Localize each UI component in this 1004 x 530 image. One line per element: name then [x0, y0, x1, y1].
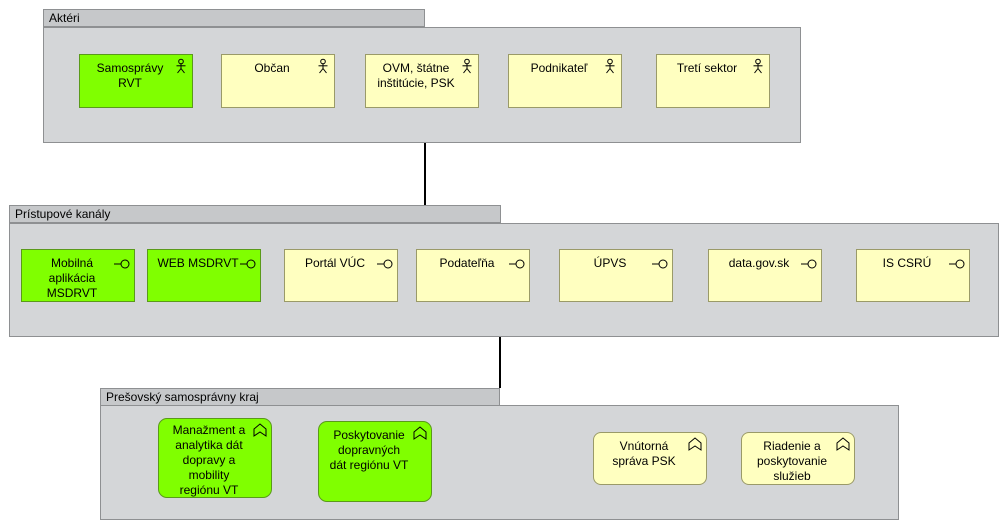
- node-label: IS CSRÚ: [882, 256, 932, 270]
- node-label: data.gov.sk: [728, 256, 790, 270]
- actor-ovm-statne-institucie-psk[interactable]: OVM, štátne inštitúcie, PSK: [365, 54, 479, 108]
- channel-data-gov-sk[interactable]: data.gov.sk: [708, 249, 822, 302]
- node-label: Samosprávy RVT: [96, 61, 164, 90]
- group-title-akteri: Aktéri: [43, 9, 425, 27]
- node-label: Mobilná aplikácia MSDRVT: [46, 256, 98, 300]
- actor-obcan[interactable]: Občan: [221, 54, 335, 108]
- interface-icon: [801, 259, 817, 269]
- function-icon: [836, 437, 850, 451]
- function-manazment-analytika[interactable]: Manažment a analytika dát dopravy a mobi…: [158, 418, 272, 498]
- node-label: Vnútorná správa PSK: [612, 439, 676, 468]
- connector-pristupove-psk: [499, 337, 501, 388]
- node-label: Portál VÚC: [304, 256, 366, 270]
- connector-akteri-pristupove: [424, 143, 426, 205]
- node-label: Manažment a analytika dát dopravy a mobi…: [172, 423, 246, 497]
- node-label: Poskytovanie dopravných dát regiónu VT: [329, 428, 409, 472]
- interface-icon: [652, 259, 668, 269]
- node-label: WEB MSDRVT: [157, 256, 239, 270]
- actor-icon: [753, 58, 763, 74]
- function-icon: [253, 423, 267, 437]
- interface-icon: [240, 259, 256, 269]
- interface-icon: [377, 259, 393, 269]
- group-title-pristupove-kanaly: Prístupové kanály: [9, 205, 501, 223]
- node-label: ÚPVS: [593, 256, 627, 270]
- group-title-text: Prešovský samosprávny kraj: [106, 390, 259, 404]
- actor-icon: [318, 58, 328, 74]
- channel-upvs[interactable]: ÚPVS: [559, 249, 673, 302]
- node-label: OVM, štátne inštitúcie, PSK: [377, 61, 455, 90]
- channel-podatelna[interactable]: Podateľňa: [416, 249, 530, 302]
- actor-podnikatel[interactable]: Podnikateľ: [508, 54, 622, 108]
- channel-is-csru[interactable]: IS CSRÚ: [856, 249, 970, 302]
- interface-icon: [509, 259, 525, 269]
- actor-icon: [462, 58, 472, 74]
- function-icon: [413, 426, 427, 440]
- channel-portal-vuc[interactable]: Portál VÚC: [284, 249, 398, 302]
- actor-icon: [605, 58, 615, 74]
- interface-icon: [949, 259, 965, 269]
- function-icon: [688, 437, 702, 451]
- function-vnutorna-sprava-psk[interactable]: Vnútorná správa PSK: [593, 432, 707, 485]
- actor-treti-sektor[interactable]: Tretí sektor: [656, 54, 770, 108]
- function-riadenie-poskytovanie-sluzieb[interactable]: Riadenie a poskytovanie služieb: [741, 432, 855, 485]
- node-label: Podnikateľ: [530, 61, 588, 75]
- actor-samospravy-rvt[interactable]: Samosprávy RVT: [79, 54, 193, 108]
- node-label: Tretí sektor: [676, 61, 738, 75]
- node-label: Riadenie a poskytovanie služieb: [756, 439, 828, 483]
- group-title-text: Prístupové kanály: [15, 207, 111, 221]
- function-poskytovanie-dopravnych-dat[interactable]: Poskytovanie dopravných dát regiónu VT: [318, 421, 432, 502]
- node-label: Podateľňa: [439, 256, 495, 270]
- actor-icon: [176, 58, 186, 74]
- group-title-psk: Prešovský samosprávny kraj: [100, 388, 500, 406]
- channel-mobilna-aplikacia-msdrvt[interactable]: Mobilná aplikácia MSDRVT: [21, 249, 135, 302]
- group-title-text: Aktéri: [49, 11, 80, 25]
- channel-web-msdrvt[interactable]: WEB MSDRVT: [147, 249, 261, 302]
- node-label: Občan: [254, 61, 290, 75]
- interface-icon: [114, 259, 130, 269]
